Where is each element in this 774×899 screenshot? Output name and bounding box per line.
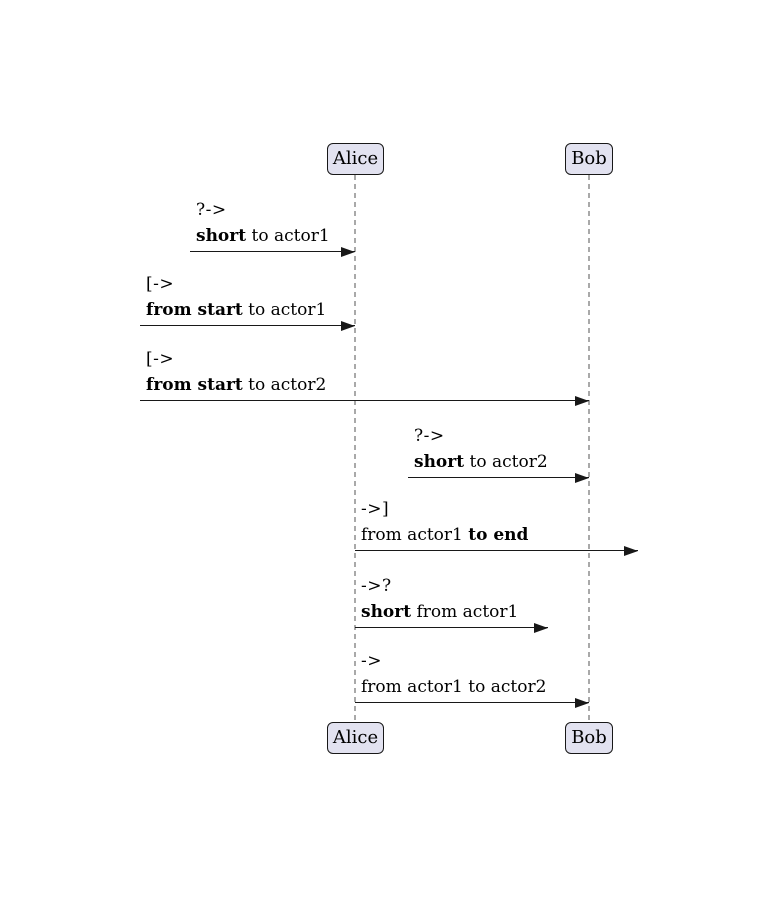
message-short-from-actor1: ->? short from actor1 [355,573,548,633]
message-syntax: [-> [146,349,175,369]
arrowhead-icon [534,622,548,633]
actor-top-alice: Alice [327,143,384,175]
message-text: short from actor1 [361,602,519,622]
message-label: ->] from actor1 to end [355,496,638,548]
arrowhead-icon [341,320,355,331]
message-label: ?-> short to actor1 [190,197,355,249]
message-label: [-> from start to actor2 [140,346,589,398]
message-syntax: [-> [146,274,175,294]
arrowhead-icon [341,246,355,257]
actor-bottom-alice: Alice [327,722,384,754]
message-text: short to actor1 [196,226,330,246]
message-syntax: ->] [361,499,390,519]
arrowhead-icon [624,545,638,556]
message-short-to-actor2: ?-> short to actor2 [408,423,589,483]
message-arrow [140,320,355,331]
message-label: ->? short from actor1 [355,573,548,625]
message-arrow [140,395,589,406]
message-arrow [355,545,638,556]
message-label: [-> from start to actor1 [140,271,355,323]
actor-top-bob: Bob [565,143,613,175]
actor-label: Bob [571,727,607,748]
actor-label: Bob [571,148,607,169]
message-arrow [190,246,355,257]
message-short-to-actor1: ?-> short to actor1 [190,197,355,257]
message-text: short to actor2 [414,452,548,472]
message-text: from actor1 to actor2 [361,677,547,697]
actor-label: Alice [332,148,379,169]
message-text: from start to actor2 [146,375,327,395]
message-from-start-to-actor2: [-> from start to actor2 [140,346,589,406]
message-syntax: ?-> [414,426,445,446]
message-text: from actor1 to end [361,525,529,545]
message-label: -> from actor1 to actor2 [355,648,589,700]
actor-bottom-bob: Bob [565,722,613,754]
message-syntax: -> [361,651,382,671]
message-label: ?-> short to actor2 [408,423,589,475]
message-from-start-to-actor1: [-> from start to actor1 [140,271,355,331]
lifeline-bob [588,175,590,722]
lifeline-alice [354,175,356,722]
message-arrow [408,472,589,483]
arrowhead-icon [575,697,589,708]
message-syntax: ->? [361,576,392,596]
message-arrow [355,697,589,708]
message-from-actor1-to-actor2: -> from actor1 to actor2 [355,648,589,708]
arrowhead-icon [575,395,589,406]
message-text: from start to actor1 [146,300,327,320]
message-arrow [355,622,548,633]
actor-label: Alice [332,727,379,748]
arrowhead-icon [575,472,589,483]
message-from-actor1-to-end: ->] from actor1 to end [355,496,638,556]
message-syntax: ?-> [196,200,227,220]
